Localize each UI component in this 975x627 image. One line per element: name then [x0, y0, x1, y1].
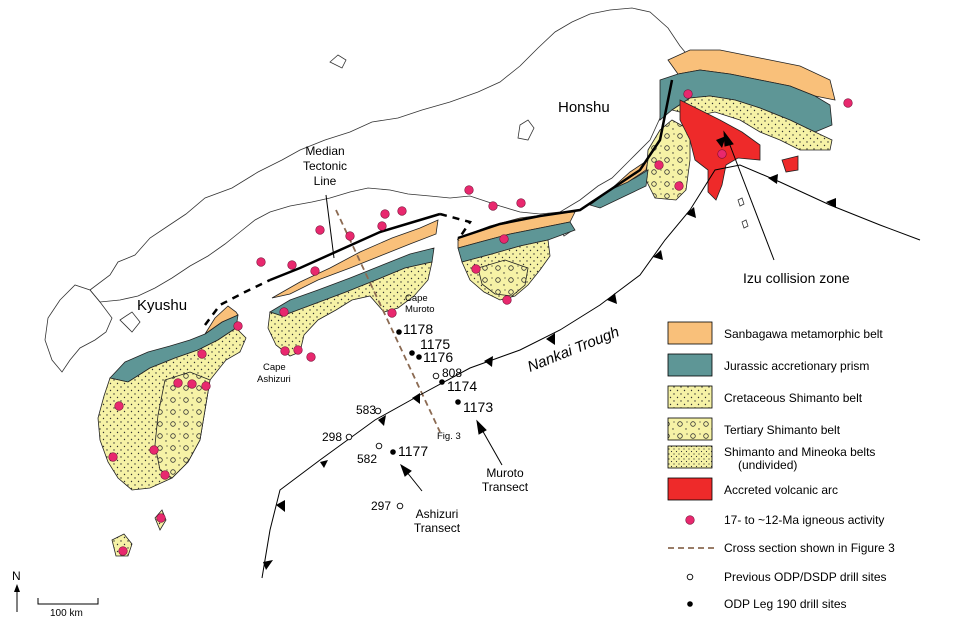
legend-swatch-previous-sites [686, 573, 694, 581]
kyushu-coastline-outline [44, 284, 141, 373]
label-ashizuri-transect-2: Transect [414, 521, 461, 535]
label-kyushu: Kyushu [137, 297, 187, 314]
label-izu: Izu collision zone [743, 270, 850, 286]
legend-swatch-volcanic [667, 477, 713, 501]
nankai-trough-line [261, 164, 921, 579]
median-tectonic-line-east [457, 79, 674, 240]
scale-label: 100 km [50, 608, 83, 619]
kyushu-south-islands [111, 509, 167, 557]
legend: Sanbagawa metamorphic belt Jurassic accr… [667, 321, 895, 611]
igneous-dots [108, 89, 853, 556]
cross-section-line [335, 209, 441, 433]
north-arrowhead [14, 584, 20, 592]
scale-bar [37, 598, 99, 605]
legend-label-cross-section: Cross section shown in Figure 3 [724, 541, 895, 555]
label-mtl-1: Median [305, 144, 344, 158]
legend-label-undivided-1: Shimanto and Mineoka belts [724, 445, 875, 459]
label-nankai-trough: Nankai Trough [525, 324, 622, 376]
site-label-1177: 1177 [398, 443, 428, 459]
legend-swatch-tertiary [667, 417, 713, 441]
site-label-1175: 1175 [420, 336, 450, 352]
legend-label-jurassic: Jurassic accretionary prism [724, 359, 869, 373]
legend-label-cretaceous: Cretaceous Shimanto belt [724, 391, 863, 405]
honshu-coastline [89, 7, 691, 303]
label-cape-muroto-1: Cape [405, 293, 428, 304]
label-cape-ashizuri-2: Ashizuri [257, 374, 291, 385]
legend-label-tertiary: Tertiary Shimanto belt [724, 423, 841, 437]
label-mtl-3: Line [314, 174, 337, 188]
site-label-1174: 1174 [447, 378, 477, 394]
north-label: N [12, 569, 21, 583]
kanto-tertiary [645, 119, 691, 201]
legend-label-volcanic: Accreted volcanic arc [724, 483, 838, 497]
kanto-shimanto [671, 95, 833, 151]
izu-volcanic-arc [679, 99, 799, 201]
site-label-298: 298 [322, 430, 342, 444]
legend-swatch-igneous [685, 515, 695, 525]
kyushu-sanbagawa [204, 305, 239, 335]
nankai-trough-teeth [263, 136, 836, 570]
annotation-arrows [400, 130, 775, 492]
median-tectonic-line-solid [269, 212, 441, 282]
legend-label-previous-sites: Previous ODP/DSDP drill sites [724, 570, 887, 584]
legend-label-leg190-sites: ODP Leg 190 drill sites [724, 597, 847, 611]
legend-swatch-undivided [667, 445, 713, 469]
legend-label-sanbagawa: Sanbagawa metamorphic belt [724, 327, 883, 341]
legend-swatch-jurassic [667, 353, 713, 377]
label-fig3: Fig. 3 [437, 431, 461, 442]
label-cape-muroto-2: Muroto [405, 304, 435, 315]
legend-swatch-cretaceous [667, 385, 713, 409]
site-label-582: 582 [357, 452, 377, 466]
label-muroto-transect-1: Muroto [486, 466, 524, 480]
mtl-label-arrow [325, 194, 335, 259]
legend-swatch-sanbagawa [667, 321, 713, 345]
median-tectonic-line-dashed [204, 212, 473, 326]
kii-tertiary [477, 259, 529, 297]
previous-drill-sites [345, 372, 440, 510]
label-mtl-2: Tectonic [303, 159, 347, 173]
tokai-strip [589, 169, 649, 209]
label-honshu: Honshu [558, 99, 610, 116]
kyushu-tertiary [154, 371, 211, 479]
site-label-583: 583 [356, 403, 376, 417]
site-label-297: 297 [371, 499, 391, 513]
site-label-1173: 1173 [463, 399, 493, 415]
site-label-1176: 1176 [423, 349, 453, 365]
legend-label-undivided-2: (undivided) [738, 458, 797, 472]
label-cape-ashizuri-1: Cape [263, 362, 286, 373]
shikoku-sanbagawa [271, 219, 439, 299]
site-label-808: 808 [442, 366, 462, 380]
legend-swatch-leg190-sites [687, 601, 693, 607]
label-muroto-transect-2: Transect [482, 480, 529, 494]
legend-label-igneous: 17- to ~12-Ma igneous activity [724, 513, 884, 527]
leg190-drill-sites [390, 329, 461, 455]
label-ashizuri-transect-1: Ashizuri [416, 507, 459, 521]
site-label-1178: 1178 [403, 321, 433, 337]
